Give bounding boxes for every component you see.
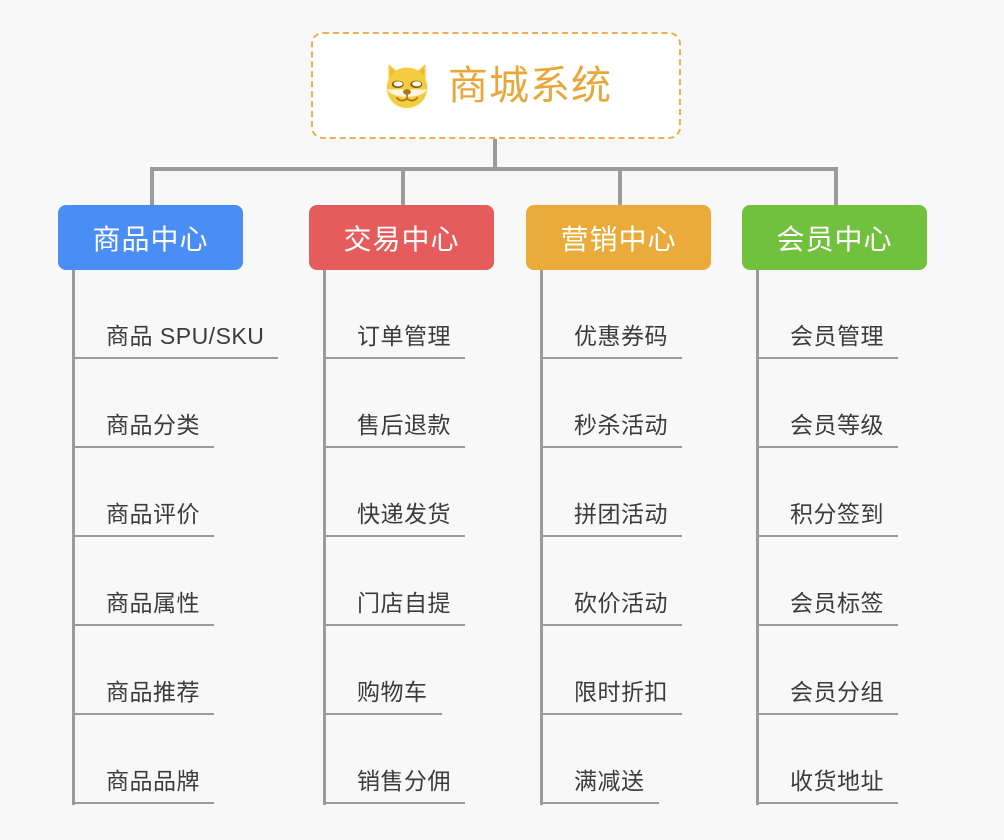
leaf-label: 会员等级 — [790, 412, 884, 438]
category-box-product[interactable]: 商品中心 — [58, 205, 243, 270]
category-label: 交易中心 — [343, 223, 460, 255]
leaf-label: 订单管理 — [357, 323, 451, 349]
branch-spine-product — [72, 270, 75, 805]
leaf-label: 限时折扣 — [574, 679, 668, 705]
connector-drop-4 — [834, 167, 838, 207]
leaf-label: 门店自提 — [357, 590, 451, 616]
leaf-label: 秒杀活动 — [574, 412, 668, 438]
leaf-label: 拼团活动 — [574, 501, 668, 527]
connector-root-vertical — [493, 139, 497, 170]
leaf-label: 会员标签 — [790, 590, 884, 616]
connector-drop-3 — [618, 167, 622, 207]
leaf-label: 商品推荐 — [106, 679, 200, 705]
category-column-trade: 交易中心 — [309, 205, 494, 270]
category-label: 商品中心 — [92, 223, 209, 255]
category-label: 会员中心 — [776, 223, 893, 255]
shiba-dog-face-icon — [386, 63, 428, 110]
category-column-member: 会员中心 — [742, 205, 927, 270]
category-label: 营销中心 — [560, 223, 677, 255]
leaf-label: 销售分佣 — [357, 768, 451, 794]
connector-horizontal-bus — [150, 167, 838, 171]
root-node-card[interactable]: 商城系统 — [311, 32, 681, 139]
leaf-label: 积分签到 — [790, 501, 884, 527]
category-column-product: 商品中心 — [58, 205, 243, 270]
leaf-label: 会员分组 — [790, 679, 884, 705]
leaf-label: 商品评价 — [106, 501, 200, 527]
category-box-member[interactable]: 会员中心 — [742, 205, 927, 270]
leaf-label: 会员管理 — [790, 323, 884, 349]
leaf-label: 购物车 — [357, 679, 428, 705]
category-column-marketing: 营销中心 — [526, 205, 711, 270]
root-title: 商城系统 — [448, 63, 612, 108]
leaf-label: 商品品牌 — [106, 768, 200, 794]
leaf-label: 砍价活动 — [574, 590, 668, 616]
category-box-trade[interactable]: 交易中心 — [309, 205, 494, 270]
leaf-label: 商品分类 — [106, 412, 200, 438]
branch-spine-marketing — [540, 270, 543, 805]
leaf-label: 商品属性 — [106, 590, 200, 616]
leaf-label: 商品 SPU/SKU — [106, 323, 265, 349]
leaf-label: 快递发货 — [357, 501, 451, 527]
connector-drop-2 — [401, 167, 405, 207]
connector-drop-1 — [150, 167, 154, 207]
branch-spine-trade — [323, 270, 326, 805]
category-box-marketing[interactable]: 营销中心 — [526, 205, 711, 270]
leaf-label: 满减送 — [574, 768, 645, 794]
leaf-label: 优惠券码 — [574, 323, 668, 349]
leaf-label: 售后退款 — [357, 412, 451, 438]
branch-spine-member — [756, 270, 759, 805]
leaf-label: 收货地址 — [790, 768, 884, 794]
